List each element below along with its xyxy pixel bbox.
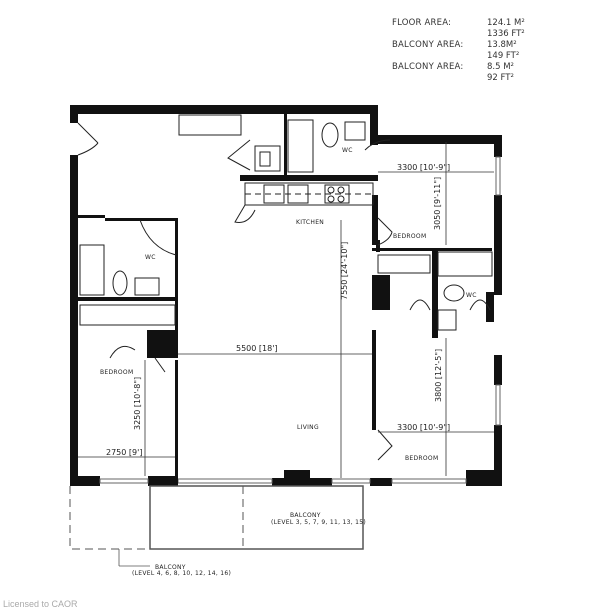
balcony2-area-imperial: 92 FT² (487, 73, 514, 83)
label-wc-left: WC (145, 254, 156, 261)
label-bedroom-top-right: BEDROOM (393, 233, 426, 240)
balcony1-area-row: BALCONY AREA: 13.8M² (392, 40, 525, 51)
label-balcony-alt: BALCONY (155, 564, 186, 571)
label-balcony-main: BALCONY (290, 512, 321, 519)
floor-area-label: FLOOR AREA: (392, 18, 452, 28)
balcony2-area-label: BALCONY AREA: (392, 62, 464, 72)
label-wc-top: WC (342, 147, 353, 154)
dim-bedroom-l-width: 2750 [9'] (106, 448, 142, 457)
exterior-walls (70, 105, 502, 486)
label-wc-right: WC (466, 292, 477, 299)
balcony2-area-metric: 8.5 M² (487, 62, 514, 72)
interior-walls (78, 114, 492, 485)
floor-area-imperial-row: 1336 FT² (392, 29, 525, 40)
dim-bedroom-tr-depth: 3050 [9'-11"] (433, 177, 442, 230)
dim-bedroom-tr-width: 3300 [10'-9"] (397, 163, 450, 172)
balcony2-area-row: BALCONY AREA: 8.5 M² (392, 62, 525, 73)
label-kitchen: KITCHEN (296, 219, 324, 226)
label-balcony-main-levels: (LEVEL 3, 5, 7, 9, 11, 13, 15) (271, 519, 366, 526)
floor-area-imperial: 1336 FT² (487, 29, 525, 39)
balcony1-area-metric: 13.8M² (487, 40, 517, 50)
dim-living-depth: 7550 [24'-10"] (340, 242, 349, 300)
area-summary: FLOOR AREA: 124.1 M² 1336 FT² BALCONY AR… (392, 18, 525, 84)
floor-area-row: FLOOR AREA: 124.1 M² (392, 18, 525, 29)
balcony-main (149, 485, 364, 550)
doors (77, 122, 491, 461)
watermark: Licensed to CAOR (3, 599, 78, 609)
dim-bedroom-l-depth: 3250 [10'-8"] (133, 377, 142, 430)
dim-bedroom-br-width: 3300 [10'-9"] (397, 423, 450, 432)
dimension-lines (78, 142, 494, 478)
label-balcony-alt-levels: (LEVEL 4, 6, 8, 10, 12, 14, 16) (132, 570, 231, 577)
label-bedroom-bottom-right: BEDROOM (405, 455, 438, 462)
balcony1-area-imperial: 149 FT² (487, 51, 520, 61)
balcony1-area-label: BALCONY AREA: (392, 40, 464, 50)
label-bedroom-left: BEDROOM (100, 369, 133, 376)
label-living: LIVING (297, 424, 319, 431)
fixtures (79, 114, 493, 331)
floor-area-metric: 124.1 M² (487, 18, 525, 28)
balcony2-area-imperial-row: 92 FT² (392, 73, 525, 84)
dim-bedroom-br-depth: 3800 [12'-5"] (434, 349, 443, 402)
dim-living-width: 5500 [18'] (236, 344, 278, 353)
balcony1-area-imperial-row: 149 FT² (392, 51, 525, 62)
balcony-alt (69, 486, 244, 550)
